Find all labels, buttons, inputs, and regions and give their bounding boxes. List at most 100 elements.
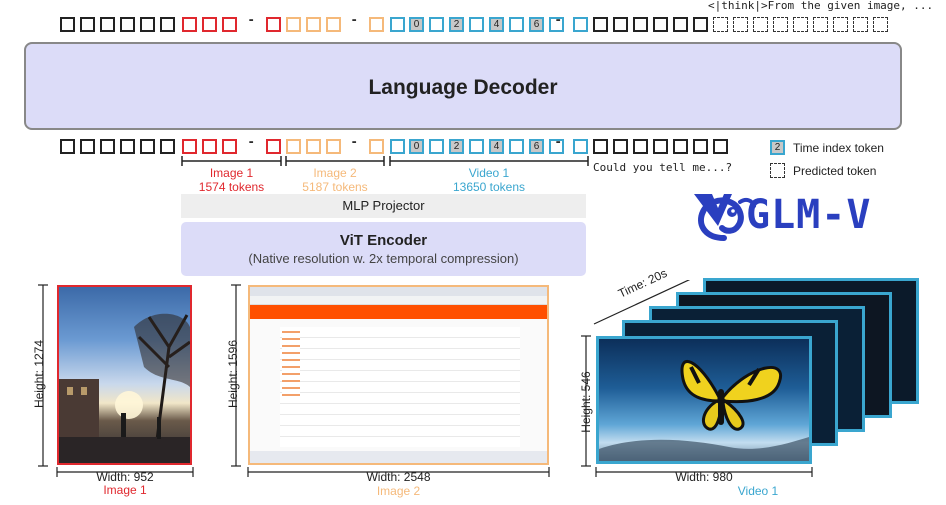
video1-width-label: Width: 980 (675, 470, 733, 484)
predicted-token (753, 17, 768, 32)
text-token (653, 17, 668, 32)
time-index-token: 6 (529, 139, 544, 154)
video1-token (390, 139, 405, 154)
predicted-token (793, 17, 808, 32)
vit-title: ViT Encoder (339, 232, 428, 249)
text-token (673, 139, 688, 154)
text-token (140, 17, 155, 32)
video1-token (509, 139, 524, 154)
text-token (80, 139, 95, 154)
predicted-token (733, 17, 748, 32)
legend-time-index-label: Time index token (793, 141, 884, 155)
video1-token (390, 17, 405, 32)
predicted-token (853, 17, 868, 32)
image1-token (222, 139, 237, 154)
ellipsis-icon: ••• (352, 140, 356, 146)
image2-taskbar (250, 451, 547, 463)
video-frame-main (596, 336, 812, 464)
predicted-token (873, 17, 888, 32)
butterfly-icon (599, 359, 809, 461)
image2-page-body (280, 327, 520, 447)
time-index-token: 4 (489, 139, 504, 154)
text-token (60, 139, 75, 154)
predicted-token (773, 17, 788, 32)
image2-token (326, 17, 341, 32)
vit-subtitle: (Native resolution w. 2x temporal compre… (248, 251, 519, 266)
text-token (160, 139, 175, 154)
video1-token (549, 17, 564, 32)
image2-group-tokens: 5187 tokens (302, 180, 368, 194)
ellipsis-icon: ••• (352, 18, 356, 24)
time-index-token: 2 (449, 139, 464, 154)
image1-token (182, 139, 197, 154)
video1-token (469, 17, 484, 32)
dimension-lines (38, 280, 813, 477)
text-token (593, 139, 608, 154)
text-token (613, 139, 628, 154)
image2-caption: Image 2 (376, 484, 421, 498)
text-token (633, 139, 648, 154)
video1-token (429, 17, 444, 32)
text-token (120, 139, 135, 154)
time-index-token: 0 (409, 17, 424, 32)
image1-token (202, 17, 217, 32)
predicted-token (833, 17, 848, 32)
image2-height-label: Height: 1596 (226, 339, 240, 409)
video1-token (549, 139, 564, 154)
language-decoder: Language Decoder (24, 42, 902, 130)
ellipsis-icon: ••• (249, 140, 253, 146)
video1-group-name: Video 1 (468, 166, 510, 180)
text-token (120, 17, 135, 32)
video1-token (429, 139, 444, 154)
image2-browser-tabs (250, 287, 547, 296)
text-token (60, 17, 75, 32)
image2-token (286, 17, 301, 32)
text-token (100, 17, 115, 32)
image1-token (222, 17, 237, 32)
image2-screenshot (248, 285, 549, 465)
image2-token (306, 17, 321, 32)
text-token (80, 17, 95, 32)
mlp-projector: MLP Projector (181, 194, 586, 218)
legend-predicted-sample (770, 163, 785, 178)
image1-token (266, 17, 281, 32)
text-token (160, 17, 175, 32)
time-index-token: 0 (409, 139, 424, 154)
text-token (653, 139, 668, 154)
group-brackets (181, 156, 589, 166)
text-token (693, 139, 708, 154)
language-decoder-label: Language Decoder (368, 76, 558, 99)
glm-logo-icon (694, 194, 756, 241)
video1-token (509, 17, 524, 32)
image1-token (182, 17, 197, 32)
text-token (633, 17, 648, 32)
image1-group-tokens: 1574 tokens (198, 180, 265, 194)
text-token (713, 139, 728, 154)
image1-photo (57, 285, 192, 465)
image1-height-label: Height: 1274 (32, 339, 46, 409)
legend-time-index-sample: 2 (770, 140, 785, 155)
image1-token (202, 139, 217, 154)
ellipsis-icon: ••• (249, 18, 253, 24)
predicted-token (813, 17, 828, 32)
text-token (140, 139, 155, 154)
image1-caption: Image 1 (103, 483, 147, 497)
video1-caption: Video 1 (737, 484, 779, 498)
image2-token (369, 17, 384, 32)
text-token (693, 17, 708, 32)
text-token (673, 17, 688, 32)
ellipsis-icon: ••• (556, 18, 560, 24)
image1-width-label: Width: 952 (96, 470, 154, 484)
video1-group-label: Video 1 13650 tokens (390, 166, 588, 194)
image2-token (326, 139, 341, 154)
video1-token (573, 139, 588, 154)
vit-encoder: ViT Encoder (Native resolution w. 2x tem… (181, 222, 586, 276)
output-text: <|think|>From the given image, ... (708, 0, 934, 12)
image1-group-name: Image 1 (209, 166, 254, 180)
image1-group-label: Image 1 1574 tokens (182, 166, 281, 194)
video1-group-tokens: 13650 tokens (452, 180, 526, 194)
image2-token (369, 139, 384, 154)
time-index-token: 6 (529, 17, 544, 32)
image2-group-label: Image 2 5187 tokens (286, 166, 384, 194)
ellipsis-icon: ••• (556, 140, 560, 146)
